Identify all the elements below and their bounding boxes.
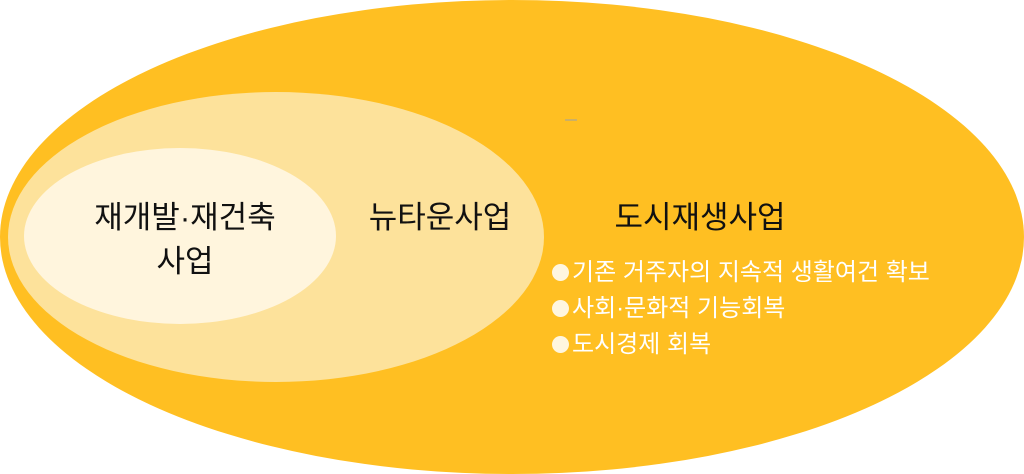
outer-bullet-list: 기존 거주자의 지속적 생활여건 확보 사회·문화적 기능회복 도시경제 회복 — [552, 255, 930, 363]
inner-label-line2: 사업 — [156, 244, 214, 279]
bullet-dot-icon — [552, 300, 569, 317]
outer-label: 도시재생사업 — [614, 200, 786, 235]
bullet-item: 사회·문화적 기능회복 — [552, 291, 930, 327]
bullet-dot-icon — [552, 336, 569, 353]
bullet-dot-icon — [552, 264, 569, 281]
inner-label: 재개발·재건축 사업 — [50, 196, 320, 284]
inner-ellipse-redevelopment — [24, 148, 336, 324]
bullet-item: 기존 거주자의 지속적 생활여건 확보 — [552, 255, 930, 291]
middle-label: 뉴타운사업 — [368, 200, 512, 235]
bullet-item: 도시경제 회복 — [552, 327, 930, 363]
inner-label-line1: 재개발·재건축 — [94, 200, 276, 235]
